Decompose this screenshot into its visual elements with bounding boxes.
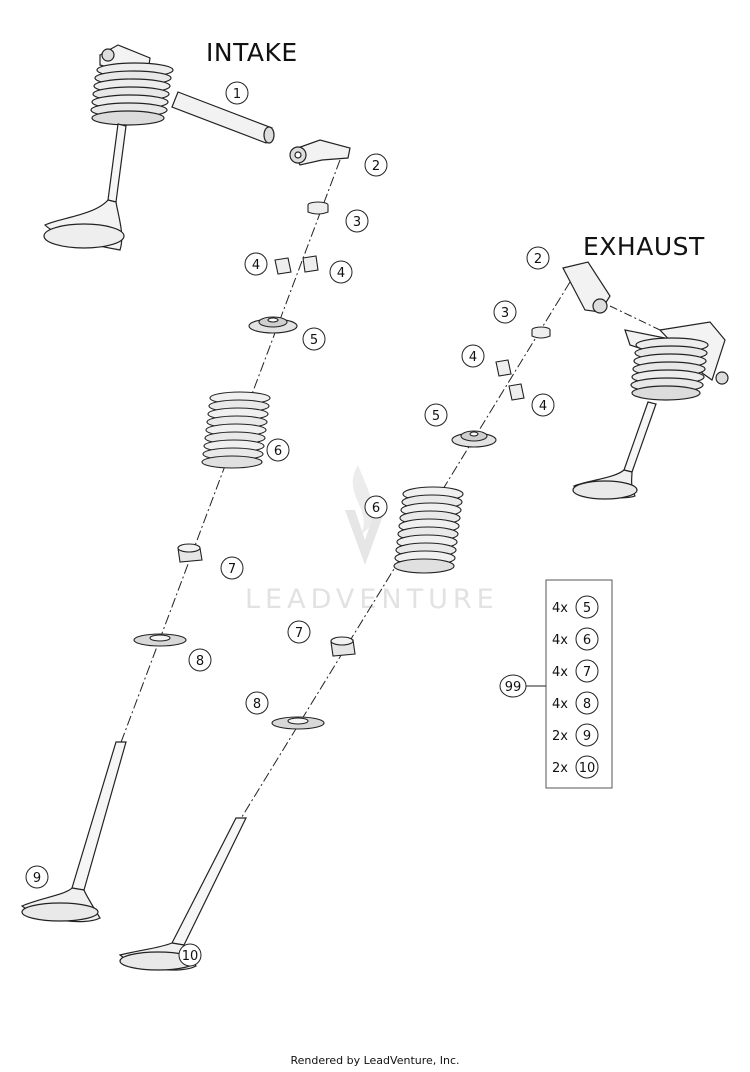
exhaust-valve-keepers xyxy=(495,359,525,401)
kit-row-ref: 6 xyxy=(583,633,591,648)
intake-callout-5-text: 5 xyxy=(310,333,318,348)
exhaust-callout-3-text: 3 xyxy=(501,306,509,321)
intake-callout-5: 5 xyxy=(302,327,326,351)
intake-callout-4-text: 4 xyxy=(252,258,260,273)
kit-row: 4x 8 xyxy=(552,691,599,715)
exhaust-assembled-spring xyxy=(630,337,709,401)
exhaust-callout-6: 6 xyxy=(364,495,388,519)
exhaust-title: EXHAUST xyxy=(583,232,705,261)
intake-callout-1: 1 xyxy=(225,81,249,105)
intake-spring-seat xyxy=(133,633,187,647)
exhaust-callouts: 2 3 4 4 5 6 7 8 10 xyxy=(178,246,555,967)
intake-callout-2: 2 xyxy=(364,153,388,177)
kit-row-ref: 7 xyxy=(583,665,591,680)
intake-valve-keepers xyxy=(274,255,319,275)
exhaust-callout-4: 4 xyxy=(461,344,485,368)
watermark-logo-icon xyxy=(345,465,385,565)
intake-callout-8: 8 xyxy=(188,648,212,672)
intake-callout-6: 6 xyxy=(266,438,290,462)
intake-callout-9-text: 9 xyxy=(33,871,41,886)
kit-row: 2x 10 xyxy=(552,755,599,779)
exhaust-callout-3: 3 xyxy=(493,300,517,324)
exhaust-stem-seal xyxy=(330,636,356,657)
exhaust-callout-2: 2 xyxy=(526,246,550,270)
intake-callout-7: 7 xyxy=(220,556,244,580)
intake-valve xyxy=(20,741,127,923)
intake-callout-2-text: 2 xyxy=(372,159,380,174)
exhaust-callout-4-text: 4 xyxy=(539,399,547,414)
intake-callout-8-text: 8 xyxy=(196,654,204,669)
intake-stem-seal xyxy=(177,543,203,563)
kit-row-qty: 4x xyxy=(552,665,568,680)
intake-callout-3: 3 xyxy=(345,209,369,233)
exhaust-assembled-valve xyxy=(572,321,729,500)
intake-callout-9: 9 xyxy=(25,865,49,889)
kit-row: 4x 6 xyxy=(552,627,599,651)
kit-row-qty: 4x xyxy=(552,601,568,616)
kit-row: 4x 7 xyxy=(552,659,599,683)
intake-callout-3-text: 3 xyxy=(353,215,361,230)
kit-row-qty: 4x xyxy=(552,697,568,712)
intake-callout-6-text: 6 xyxy=(274,444,282,459)
exhaust-callout-7-text: 7 xyxy=(295,626,303,641)
intake-callout-4: 4 xyxy=(329,260,353,284)
intake-title: INTAKE xyxy=(206,38,298,67)
kit-row: 2x 9 xyxy=(552,723,599,747)
intake-valve-cap xyxy=(307,201,329,215)
exhaust-spring-retainer xyxy=(451,430,497,448)
exhaust-callout-8-text: 8 xyxy=(253,697,261,712)
exhaust-callout-6-text: 6 xyxy=(372,501,380,516)
intake-callouts: 1 2 3 4 4 5 6 7 8 9 xyxy=(25,81,388,889)
exhaust-callout-5-text: 5 xyxy=(432,409,440,424)
exhaust-callout-2-text: 2 xyxy=(534,252,542,267)
intake-callout-7-text: 7 xyxy=(228,562,236,577)
exhaust-valve-spring xyxy=(393,486,464,574)
exhaust-callout-4: 4 xyxy=(531,393,555,417)
intake-callout-1-text: 1 xyxy=(233,87,241,102)
intake-spring-retainer xyxy=(248,316,298,334)
kit-row-qty: 4x xyxy=(552,633,568,648)
intake-assembled-spring xyxy=(90,62,174,126)
kit-row-ref: 10 xyxy=(579,761,596,776)
intake-callout-4-text: 4 xyxy=(337,266,345,281)
kit-row-ref: 5 xyxy=(583,601,591,616)
intake-valve-spring xyxy=(201,391,271,469)
kit-row-qty: 2x xyxy=(552,729,568,744)
intake-assembled-valve xyxy=(43,44,174,251)
footer-credit: Rendered by LeadVenture, Inc. xyxy=(290,1054,460,1067)
exhaust-callout-5: 5 xyxy=(424,403,448,427)
exhaust-valve-cap xyxy=(531,326,551,339)
exhaust-spring-seat xyxy=(271,716,325,730)
kit-box: 99 4x 5 4x 6 4x 7 4x 8 2x 9 2x 10 xyxy=(499,579,613,789)
kit-callout-text: 99 xyxy=(505,680,522,695)
intake-rocker-shaft xyxy=(171,91,275,144)
exhaust-rocker-arm xyxy=(562,261,661,331)
kit-row-ref: 9 xyxy=(583,729,591,744)
kit-row-qty: 2x xyxy=(552,761,568,776)
exhaust-callout-7: 7 xyxy=(287,620,311,644)
exhaust-callout-4-text: 4 xyxy=(469,350,477,365)
exhaust-callout-10: 10 xyxy=(178,943,202,967)
intake-callout-4: 4 xyxy=(244,252,268,276)
kit-row: 4x 5 xyxy=(552,595,599,619)
intake-rocker-arm xyxy=(289,139,351,166)
kit-row-ref: 8 xyxy=(583,697,591,712)
exhaust-callout-10-text: 10 xyxy=(182,949,199,964)
exhaust-callout-8: 8 xyxy=(245,691,269,715)
